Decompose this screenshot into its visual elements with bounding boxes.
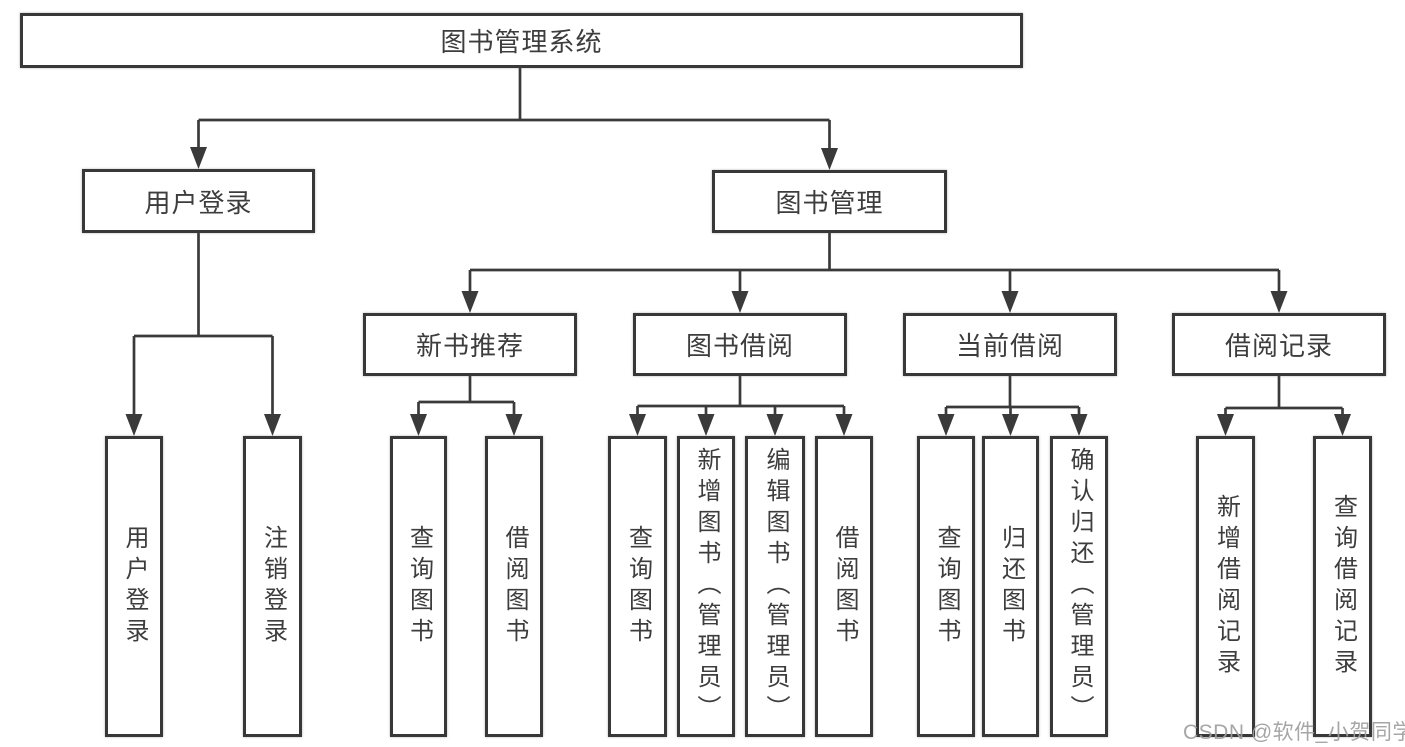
- node-book-management-label: 图书管理: [775, 188, 884, 218]
- leaf-query-borrow-record: 查询借阅记录: [1313, 436, 1372, 737]
- node-user-login-label: 用户登录: [144, 187, 253, 218]
- node-book-management: 图书管理: [712, 170, 947, 233]
- node-current-borrowing: 当前借阅: [903, 313, 1117, 376]
- leaf-query-books-current: 查询图书: [917, 436, 975, 737]
- node-user-login: 用户登录: [82, 169, 315, 233]
- leaf-borrow-books: 借阅图书: [815, 436, 873, 737]
- leaf-borrow-books-recommend: 借阅图书: [485, 436, 543, 737]
- leaf-add-borrow-record: 新增借阅记录: [1196, 436, 1255, 737]
- node-new-book-recommend: 新书推荐: [363, 313, 577, 376]
- leaf-add-books-admin: 新增图书（管理员）: [677, 436, 735, 737]
- node-current-borrowing-label: 当前借阅: [955, 331, 1064, 361]
- node-new-book-recommend-label: 新书推荐: [415, 331, 524, 361]
- leaf-logout: 注销登录: [243, 436, 302, 737]
- leaf-query-books-borrow: 查询图书: [608, 436, 667, 737]
- node-borrowing-records-label: 借阅记录: [1224, 331, 1333, 361]
- leaf-user-login: 用户登录: [105, 436, 163, 737]
- node-library-system: 图书管理系统: [20, 13, 1023, 68]
- node-book-borrowing: 图书借阅: [633, 313, 847, 376]
- csdn-watermark: CSDN @软件_小贺同学: [1183, 721, 1405, 744]
- node-borrowing-records: 借阅记录: [1172, 313, 1386, 376]
- node-library-system-label: 图书管理系统: [440, 27, 603, 57]
- leaf-return-books: 归还图书: [982, 436, 1039, 737]
- leaf-confirm-return-admin: 确认归还（管理员）: [1050, 436, 1108, 737]
- node-book-borrowing-label: 图书借阅: [685, 331, 794, 361]
- leaf-query-books-recommend: 查询图书: [390, 436, 447, 737]
- leaf-edit-books-admin: 编辑图书（管理员）: [745, 436, 805, 737]
